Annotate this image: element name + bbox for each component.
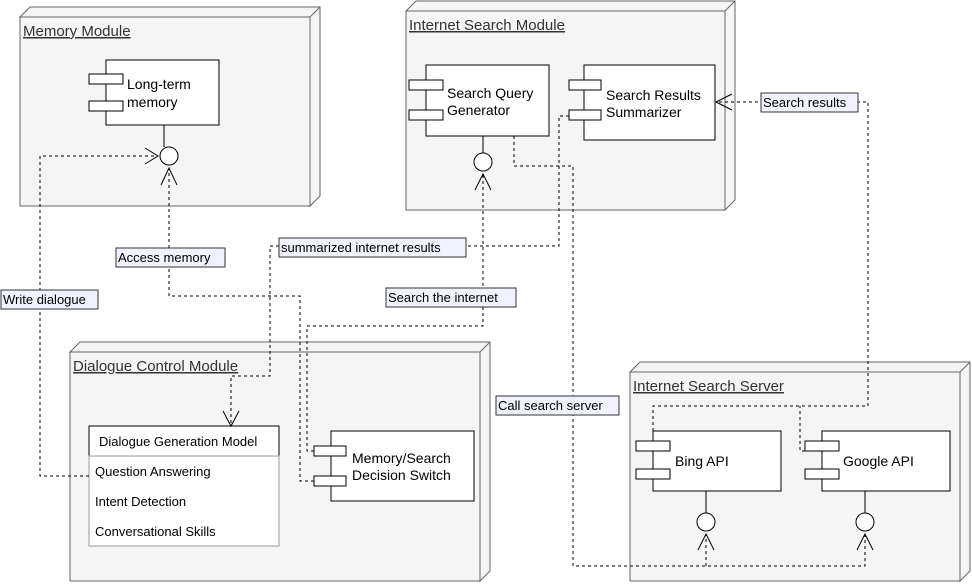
summarizer-label-2: Summarizer xyxy=(606,104,682,120)
svg-text:Write dialogue: Write dialogue xyxy=(3,292,86,307)
model-item-intent-detection: Intent Detection xyxy=(95,494,186,509)
label-write-dialogue: Write dialogue xyxy=(0,289,99,310)
internet-search-server-title: Internet Search Server xyxy=(633,378,784,395)
query-generator-interface-lollipop[interactable] xyxy=(473,152,493,172)
label-access-memory: Access memory xyxy=(115,247,226,268)
label-summarized-results: summarized internet results xyxy=(278,237,467,258)
long-term-memory-component[interactable]: Long-term memory xyxy=(88,59,220,126)
decision-switch-label-2: Decision Switch xyxy=(352,467,451,483)
query-generator-label-2: Generator xyxy=(447,102,510,118)
search-query-generator-component[interactable]: Search Query Generator xyxy=(408,64,550,137)
query-generator-label-1: Search Query xyxy=(447,85,533,101)
long-term-memory-label-1: Long-term xyxy=(127,76,191,92)
long-term-memory-label-2: memory xyxy=(127,94,178,110)
memory-module-title: Memory Module xyxy=(23,23,131,40)
dialogue-control-module-title: Dialogue Control Module xyxy=(73,358,238,375)
svg-text:Search results: Search results xyxy=(763,95,847,110)
bing-interface-lollipop[interactable] xyxy=(696,512,716,532)
bing-api-label: Bing API xyxy=(675,453,729,469)
model-item-conversational-skills: Conversational Skills xyxy=(95,524,216,539)
svg-text:Access memory: Access memory xyxy=(118,250,211,265)
internet-search-module-title: Internet Search Module xyxy=(409,17,565,34)
decision-switch-label-1: Memory/Search xyxy=(352,450,451,466)
edge-summarized-results xyxy=(230,115,569,426)
decision-switch-component[interactable]: Memory/Search Decision Switch xyxy=(313,430,475,502)
label-search-internet: Search the internet xyxy=(385,287,517,308)
label-call-search-server: Call search server xyxy=(495,395,620,416)
edge-write-dialogue xyxy=(39,155,155,477)
search-results-summarizer-component[interactable]: Search Results Summarizer xyxy=(568,64,716,141)
google-api-label: Google API xyxy=(843,453,914,469)
label-search-results: Search results xyxy=(760,92,859,113)
summarizer-label-1: Search Results xyxy=(606,87,701,103)
memory-interface-lollipop[interactable] xyxy=(159,146,179,166)
model-title: Dialogue Generation Model xyxy=(99,434,257,449)
google-interface-lollipop[interactable] xyxy=(855,512,875,532)
model-item-question-answering: Question Answering xyxy=(95,464,211,479)
svg-text:Call search server: Call search server xyxy=(498,398,603,413)
bing-api-component[interactable]: Bing API xyxy=(635,430,782,492)
svg-text:summarized internet results: summarized internet results xyxy=(281,240,441,255)
dialogue-generation-model[interactable]: Dialogue Generation Model Question Answe… xyxy=(88,425,280,547)
edge-call-search-server xyxy=(513,136,866,567)
svg-text:Search the internet: Search the internet xyxy=(388,290,498,305)
google-api-component[interactable]: Google API xyxy=(804,430,951,492)
edge-search-internet xyxy=(306,174,484,452)
